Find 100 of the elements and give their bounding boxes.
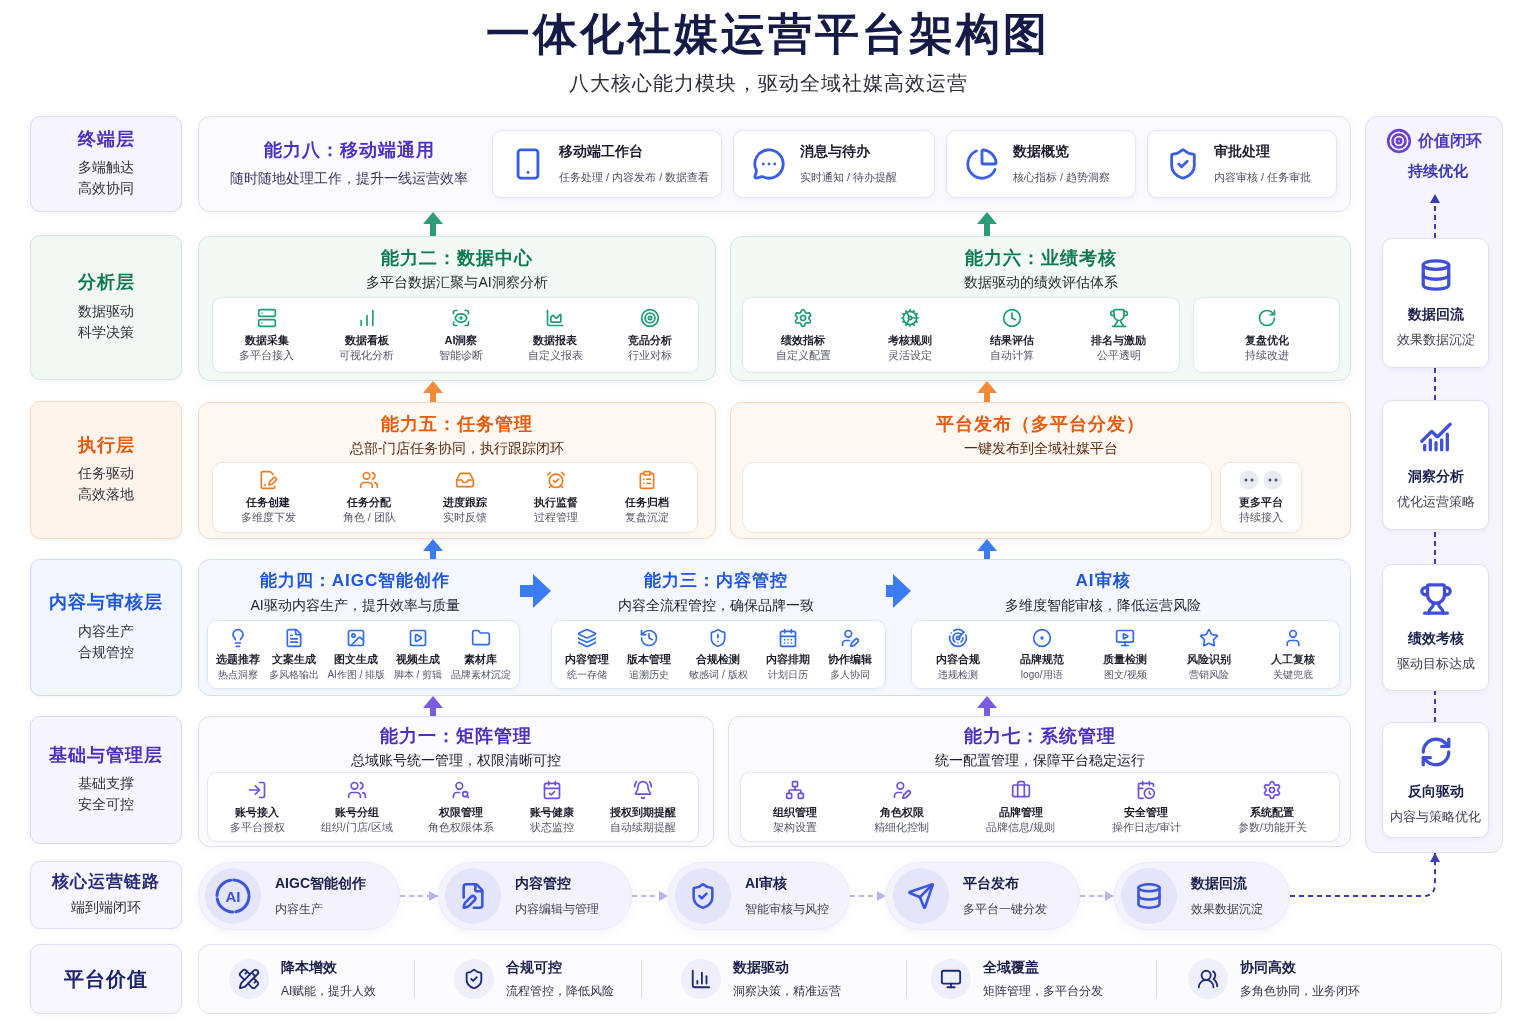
module-panel: [198, 116, 1351, 212]
module-panel: [198, 716, 714, 847]
feature-card: [742, 297, 1180, 373]
feature-description: 关键兜底: [1273, 668, 1314, 682]
feature-title: 数据采集: [244, 332, 289, 347]
feature-title: 授权到期提醒: [610, 804, 677, 819]
card-description: 内容审核 / 任务审批: [1214, 170, 1312, 185]
feature-description: 追溯历史: [629, 668, 670, 682]
arrow: [1289, 852, 1440, 897]
connector-line: [1434, 690, 1436, 723]
feature-card: [946, 130, 1136, 198]
layer-description: 基础支撑安全可控: [77, 775, 135, 815]
module-title: 能力二：数据中心: [381, 247, 533, 269]
layer-title: 分析层: [77, 271, 135, 294]
step-title: 数据回流: [1407, 305, 1464, 324]
arrow: [977, 696, 997, 716]
feature-description: 角色 / 团队: [342, 511, 396, 525]
arrow: [631, 891, 669, 901]
module-subtitle: 数据驱动的绩效评估体系: [963, 273, 1118, 291]
feature-description: 统一存储: [567, 668, 608, 682]
feature-card: [212, 462, 698, 533]
feature-title: 合规检测: [696, 652, 741, 667]
feature-description: 持续接入: [1239, 511, 1283, 525]
module-title: 平台发布（多平台分发）: [936, 413, 1145, 435]
feature-description: 智能诊断: [439, 348, 483, 363]
step-description: 内容与策略优化: [1390, 808, 1481, 826]
feature-description: 脚本 / 剪辑: [393, 668, 443, 682]
feature-title: 内容排期: [765, 652, 810, 667]
feature-description: 角色权限体系: [428, 820, 495, 835]
loop-step-card: [1382, 564, 1489, 691]
module-subtitle: 多平台数据汇聚与AI洞察分析: [366, 273, 548, 291]
feature-title: 权限管理: [439, 804, 484, 819]
feature-description: 可视化分析: [339, 348, 395, 363]
feature-title: 竞品分析: [627, 332, 672, 347]
feature-title: 品牌规范: [1019, 652, 1064, 667]
layer-label-card: [30, 716, 182, 844]
feature-title: 更多平台: [1239, 495, 1283, 510]
layer-title: 核心运营链路: [52, 870, 160, 893]
step-description: 优化运营策略: [1396, 493, 1475, 511]
module-panel: [728, 716, 1351, 847]
layer-label-card: [30, 861, 182, 929]
feature-card: [492, 130, 722, 198]
value-description: 多角色协同，业务闭环: [1240, 982, 1360, 1000]
arrow: [1430, 193, 1440, 239]
feature-title: 素材库: [464, 652, 498, 667]
feature-description: 状态监控: [530, 820, 575, 835]
feature-card: [1193, 297, 1340, 373]
feature-description: 精细化控制: [874, 820, 930, 835]
feature-title: 质量检测: [1103, 652, 1148, 667]
feature-title: 任务分配: [347, 495, 392, 510]
feature-description: 操作日志/审计: [1111, 820, 1181, 835]
feature-title: 账号接入: [235, 804, 280, 819]
value-panel: [198, 944, 1502, 1014]
feature-title: 视频生成: [395, 652, 440, 667]
feature-title: 角色权限: [879, 804, 924, 819]
card-title: 审批处理: [1214, 143, 1271, 161]
feature-title: 任务创建: [246, 495, 291, 510]
feature-card: [551, 620, 886, 689]
feature-description: 多人协同: [829, 668, 870, 682]
feature-description: 计划日历: [767, 668, 808, 682]
feature-title: 人工复核: [1271, 652, 1316, 667]
feature-title: 选题推荐: [216, 652, 261, 667]
arrow: [520, 574, 551, 608]
module-subtitle: 随时随地处理工作，提升一线运营效率: [230, 169, 468, 187]
layer-label-card: [30, 116, 182, 212]
platform-card: [742, 462, 1212, 533]
module-panel: [730, 402, 1351, 539]
feature-description: 多风格输出: [268, 668, 319, 682]
feature-title: 考核规则: [888, 332, 933, 347]
module-subtitle: 内容全流程管控，确保品牌一致: [618, 596, 814, 614]
module-title: AI审核: [1075, 570, 1131, 592]
loop-step-card: [1382, 400, 1489, 530]
module-panel: [730, 236, 1351, 381]
layer-title: 终端层: [77, 127, 135, 151]
feature-description: 自动计算: [989, 348, 1034, 363]
feature-description: 参数/功能开关: [1237, 820, 1307, 835]
feature-title: 任务归档: [625, 495, 670, 510]
feature-title: 数据看板: [344, 332, 389, 347]
layer-label-card: [30, 401, 182, 539]
value-description: 流程管控，降低风险: [506, 982, 614, 1000]
feature-card: [207, 772, 699, 842]
feature-card: [740, 772, 1340, 842]
feature-description: AI作图 / 排版: [327, 668, 386, 682]
layer-title: 内容与审核层: [49, 591, 163, 614]
step-title: 反向驱动: [1407, 782, 1464, 801]
feature-title: 版本管理: [627, 652, 672, 667]
module-title: 能力三：内容管控: [644, 570, 788, 592]
connector-line: [1434, 529, 1436, 565]
feature-card: [207, 620, 520, 689]
page-subtitle: 八大核心能力模块，驱动全域社媒高效运营: [568, 71, 968, 96]
feature-card: [212, 297, 699, 373]
module-subtitle: 多维度智能审核，降低运营风险: [1005, 596, 1201, 614]
feature-title: 品牌管理: [998, 804, 1043, 819]
step-description: 效果数据沉淀: [1191, 900, 1263, 918]
feature-title: 内容合规: [935, 652, 980, 667]
feature-description: 组织/门店/区域: [320, 820, 393, 835]
loop-step-card: [1382, 722, 1489, 838]
feature-title: 结果评估: [989, 332, 1034, 347]
module-panel: [198, 559, 1351, 696]
feature-description: logo/用语: [1020, 668, 1063, 682]
